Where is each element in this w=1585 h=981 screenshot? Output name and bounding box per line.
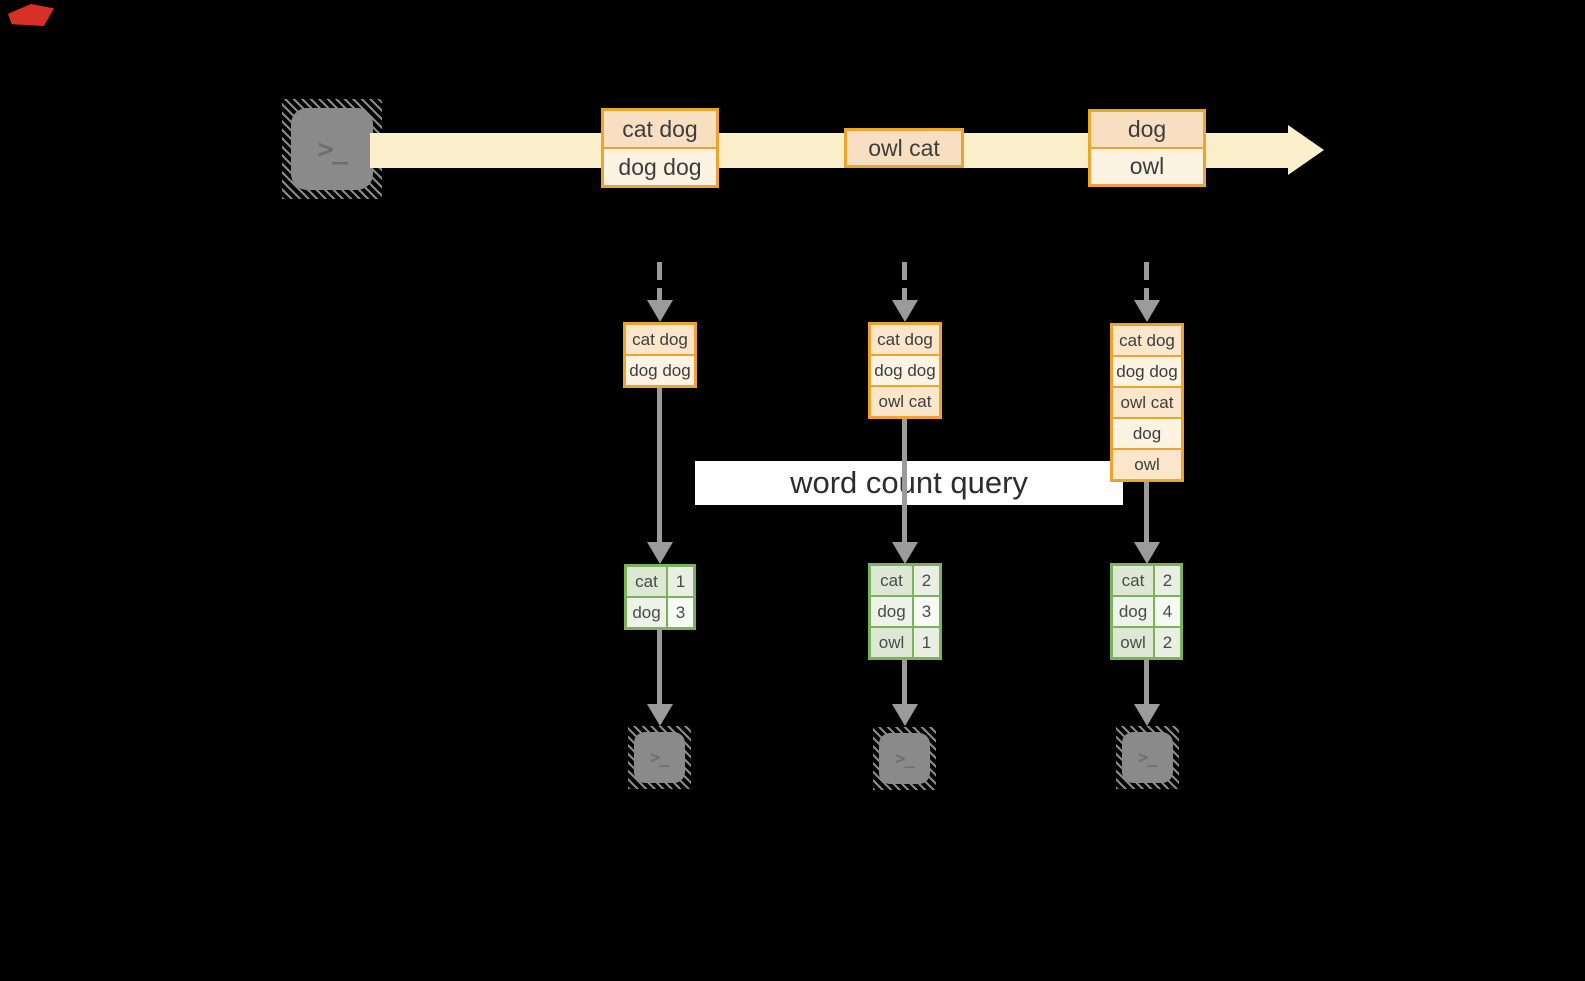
terminal-prompt-icon: >_: [895, 748, 915, 769]
terminal-screen: >_: [634, 732, 685, 783]
word-cell: dog: [1113, 597, 1155, 626]
table-row: dog 3: [871, 595, 939, 626]
buffer-line: owl: [1113, 448, 1181, 479]
count-cell: 2: [914, 566, 939, 595]
sink-terminal-icon: >_: [1116, 726, 1179, 789]
buffer-line: dog dog: [871, 354, 939, 385]
arrow-line: [1144, 660, 1149, 704]
word-cell: owl: [1113, 628, 1155, 657]
buffer-stack-2: cat dog dog dog owl cat: [868, 322, 942, 419]
query-label: word count query: [695, 461, 1123, 505]
count-cell: 2: [1155, 566, 1180, 595]
buffer-line: dog: [1113, 417, 1181, 448]
word-cell: dog: [871, 597, 914, 626]
count-table-1: cat 1 dog 3: [624, 564, 696, 630]
count-table-2: cat 2 dog 3 owl 1: [868, 563, 942, 660]
buffer-line: cat dog: [626, 325, 694, 354]
arrowhead-icon: [892, 704, 918, 726]
query-label-text: word count query: [790, 465, 1028, 500]
table-row: cat 2: [871, 566, 939, 595]
terminal-prompt-icon: >_: [317, 133, 348, 165]
batch-box-3: dog owl: [1088, 109, 1206, 187]
source-terminal-icon: >_: [282, 99, 382, 199]
batch-line: dog: [1091, 112, 1203, 147]
count-cell: 3: [914, 597, 939, 626]
stream-arrowhead-icon: [1288, 125, 1324, 175]
count-cell: 1: [914, 628, 939, 657]
arrow-line: [1144, 482, 1149, 544]
arrowhead-icon: [647, 704, 673, 726]
arrowhead-icon: [1134, 704, 1160, 726]
count-cell: 1: [668, 567, 693, 596]
terminal-screen: >_: [291, 108, 373, 190]
count-table-3: cat 2 dog 4 owl 2: [1110, 563, 1183, 660]
buffer-line: dog dog: [1113, 355, 1181, 386]
table-row: owl 2: [1113, 626, 1180, 657]
sink-terminal-icon: >_: [873, 727, 936, 790]
dashed-arrow-line: [1144, 262, 1149, 300]
buffer-line: owl cat: [871, 385, 939, 416]
buffer-line: dog dog: [626, 354, 694, 385]
word-cell: cat: [1113, 566, 1155, 595]
table-row: cat 2: [1113, 566, 1180, 595]
batch-box-2: owl cat: [844, 128, 964, 168]
buffer-stack-1: cat dog dog dog: [623, 322, 697, 388]
terminal-prompt-icon: >_: [1138, 747, 1158, 768]
batch-box-1: cat dog dog dog: [601, 108, 719, 188]
batch-line: cat dog: [604, 111, 716, 147]
terminal-screen: >_: [879, 733, 930, 784]
terminal-screen: >_: [1122, 732, 1173, 783]
arrow-line: [902, 660, 907, 704]
dashed-arrow-line: [657, 262, 662, 300]
arrow-line: [657, 388, 662, 544]
sink-terminal-icon: >_: [628, 726, 691, 789]
word-cell: dog: [627, 598, 668, 627]
buffer-stack-3: cat dog dog dog owl cat dog owl: [1110, 323, 1184, 482]
batch-line: owl: [1091, 147, 1203, 184]
terminal-prompt-icon: >_: [650, 747, 670, 768]
count-cell: 3: [668, 598, 693, 627]
table-row: dog 3: [627, 596, 693, 627]
arrowhead-icon: [1134, 542, 1160, 564]
table-row: cat 1: [627, 567, 693, 596]
arrowhead-icon: [892, 542, 918, 564]
word-cell: cat: [627, 567, 668, 596]
batch-line: owl cat: [847, 131, 961, 165]
dashed-arrowhead-icon: [892, 300, 918, 322]
arrow-line: [657, 628, 662, 704]
word-cell: cat: [871, 566, 914, 595]
count-cell: 4: [1155, 597, 1180, 626]
red-scribble-mark: [8, 4, 54, 26]
table-row: owl 1: [871, 626, 939, 657]
batch-line: dog dog: [604, 147, 716, 185]
table-row: dog 4: [1113, 595, 1180, 626]
dashed-arrowhead-icon: [647, 300, 673, 322]
arrow-line: [902, 419, 907, 544]
word-cell: owl: [871, 628, 914, 657]
buffer-line: owl cat: [1113, 386, 1181, 417]
count-cell: 2: [1155, 628, 1180, 657]
arrowhead-icon: [647, 542, 673, 564]
buffer-line: cat dog: [871, 325, 939, 354]
dashed-arrowhead-icon: [1134, 300, 1160, 322]
buffer-line: cat dog: [1113, 326, 1181, 355]
dashed-arrow-line: [902, 262, 907, 300]
